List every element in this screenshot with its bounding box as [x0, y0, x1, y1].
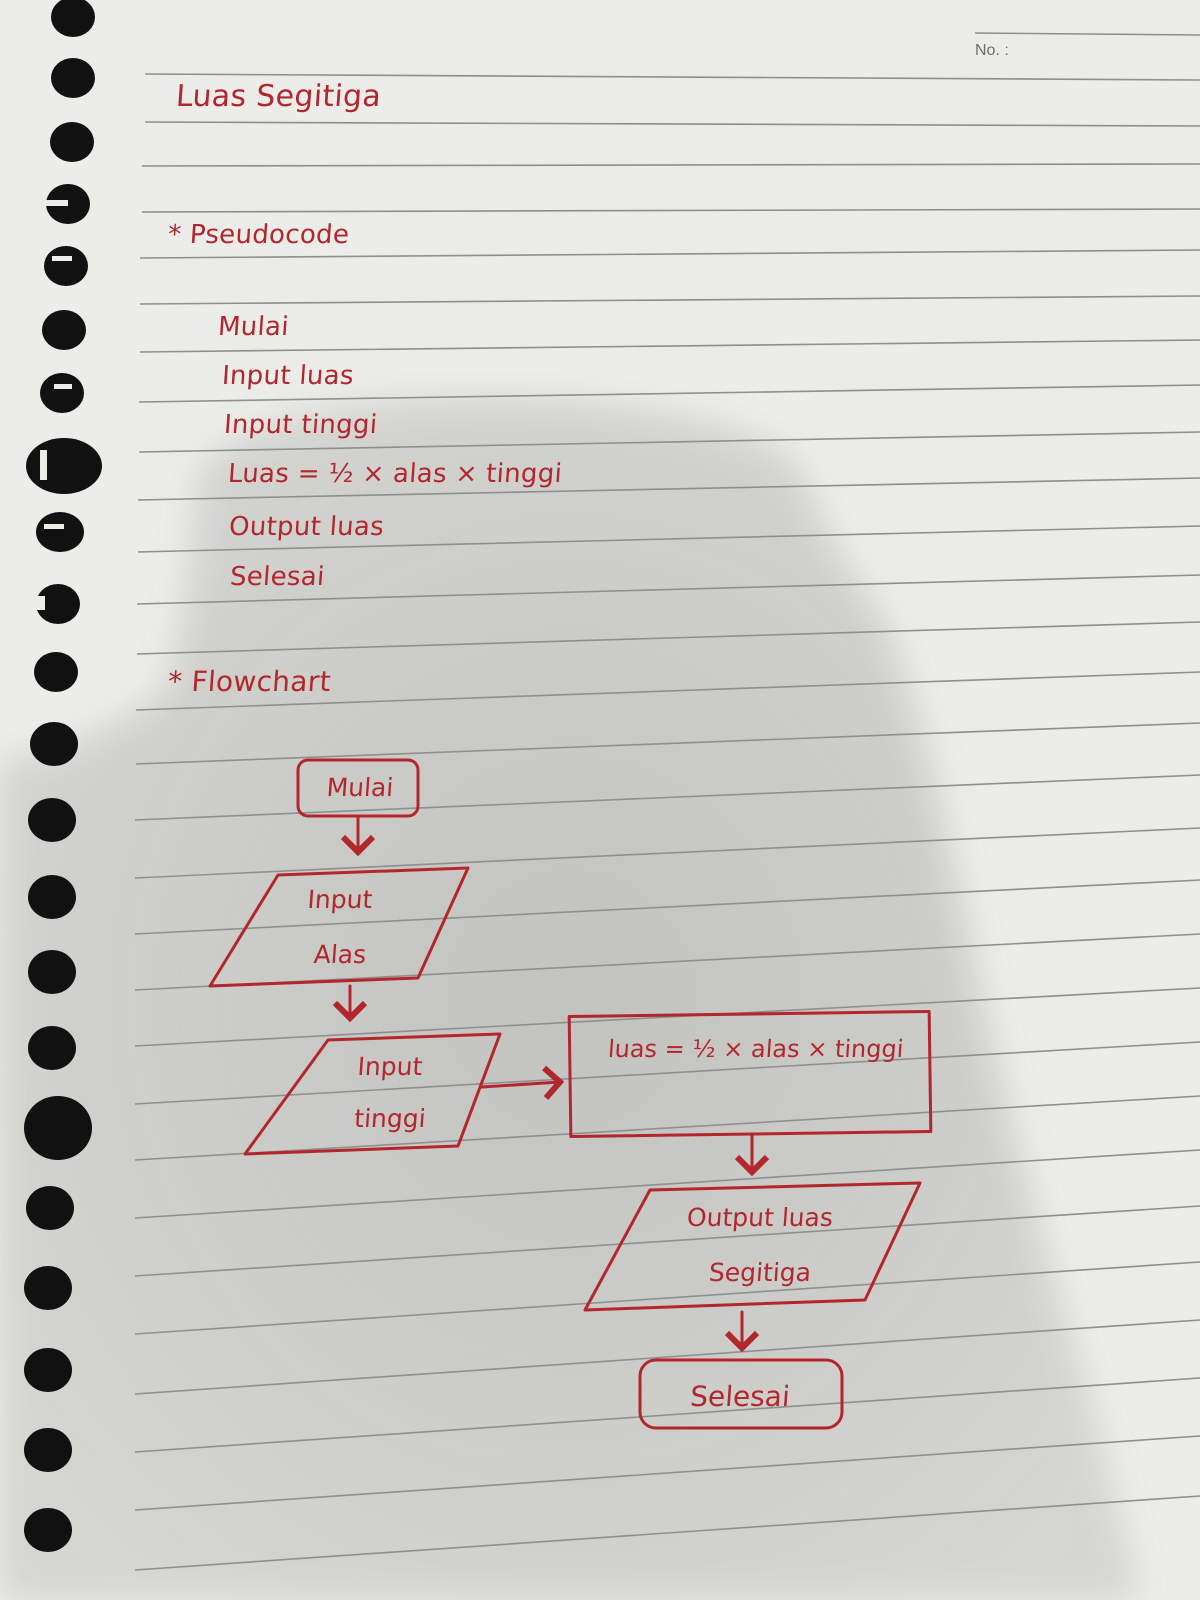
punched-hole-icon	[40, 373, 84, 413]
punched-hole-icon	[24, 1266, 72, 1310]
input-tinggi-shape	[243, 1032, 502, 1156]
punched-hole-icon	[24, 1508, 72, 1552]
binding-holes	[24, 0, 102, 1552]
punched-hole-icon	[24, 1096, 92, 1160]
terminal-start-shape	[296, 758, 420, 818]
output-shape	[583, 1181, 922, 1312]
punched-hole-icon	[28, 1026, 76, 1070]
punched-hole-icon	[28, 950, 76, 994]
flowchart-input1-line2: Alas	[312, 940, 368, 969]
terminal-end-shape	[638, 1358, 844, 1430]
process-shape	[567, 1009, 933, 1139]
flowchart-output-line2: Segitiga	[707, 1258, 813, 1287]
punched-hole-icon	[51, 0, 95, 37]
punched-hole-icon	[26, 1186, 74, 1230]
flowchart-process-label: luas = ½ × alas × tinggi	[607, 1035, 905, 1063]
punched-hole-icon	[30, 722, 78, 766]
punched-hole-icon	[36, 512, 84, 552]
punched-hole-icon	[28, 798, 76, 842]
flowchart-start-label: Mulai	[325, 773, 395, 802]
punched-hole-icon	[24, 1428, 72, 1472]
punched-hole-icon	[51, 58, 95, 98]
punched-hole-icon	[42, 310, 86, 350]
punched-hole-icon	[28, 875, 76, 919]
flowchart-input2-line2: tinggi	[353, 1104, 427, 1133]
punched-hole-icon	[36, 584, 80, 624]
input-alas-shape	[208, 866, 470, 988]
flowchart-input1-line1: Input	[306, 885, 374, 914]
flowchart-input2-line1: Input	[356, 1052, 424, 1081]
flowchart-end-label: Selesai	[689, 1380, 791, 1413]
punched-hole-icon	[24, 1348, 72, 1392]
page-number-label: No. :	[975, 42, 1009, 59]
arrow-input2-to-process	[480, 1065, 565, 1100]
punched-hole-icon	[50, 122, 94, 162]
punched-hole-icon	[34, 652, 78, 692]
flowchart-output-line1: Output luas	[686, 1203, 834, 1232]
